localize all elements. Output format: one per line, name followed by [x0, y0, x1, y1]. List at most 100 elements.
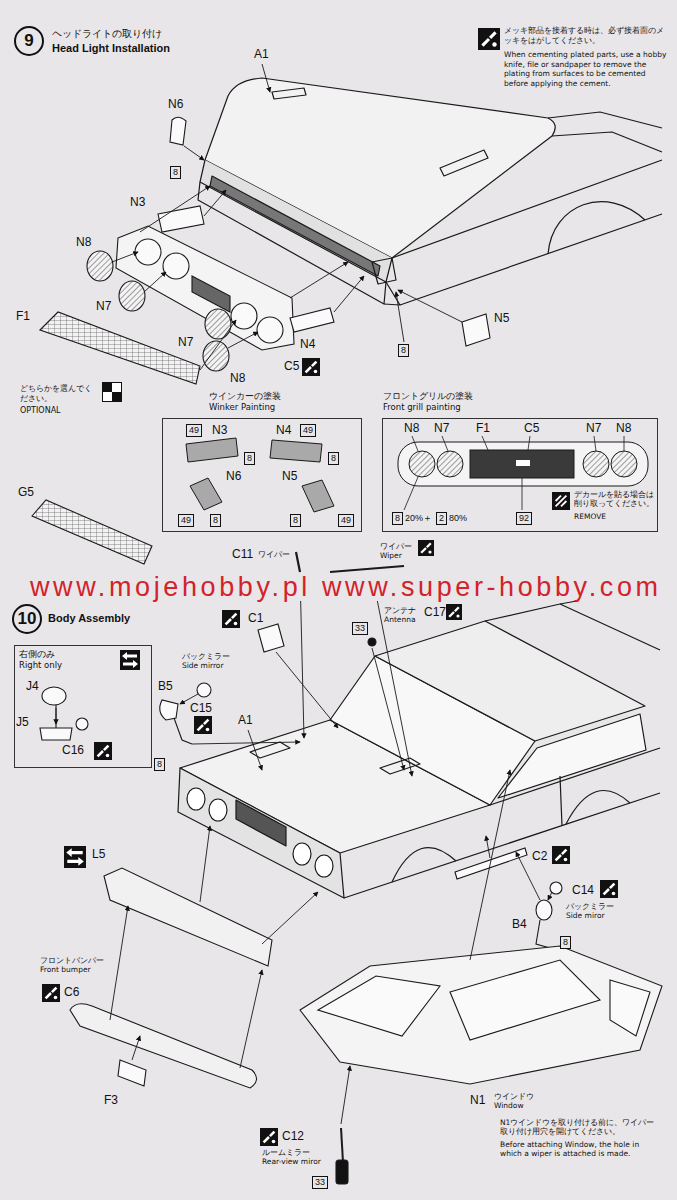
leader-line — [412, 436, 418, 451]
part-drawing — [104, 868, 272, 966]
note-text: ワイパー — [258, 550, 290, 559]
car-body-drawing — [209, 799, 227, 821]
part-number: N7 — [586, 422, 601, 435]
leader-line — [548, 892, 552, 900]
part-drawing — [40, 312, 200, 384]
car-body-drawing — [198, 78, 662, 305]
note-text: Wiper — [380, 551, 402, 560]
note-text: Rear-view miror — [262, 1157, 321, 1166]
part-number: C17 — [424, 606, 446, 619]
grill-painting-drawing — [611, 451, 637, 477]
painted-part-drawing — [190, 478, 222, 510]
panel-heading: Front grill painting — [383, 402, 473, 413]
part-drawing — [76, 718, 88, 730]
paint-code: 33 — [312, 1176, 328, 1189]
part-number: J5 — [16, 716, 29, 729]
text-group: 右側のみRight only — [15, 646, 151, 674]
part-number: C16 — [62, 744, 84, 757]
car-body-drawing — [560, 776, 562, 826]
part-drawing — [40, 552, 662, 1184]
part-drawing — [330, 566, 404, 572]
leader-line — [200, 826, 210, 902]
step-number: 10 — [12, 604, 42, 634]
note-text: ルームミラー — [262, 1148, 310, 1157]
car-body-drawing — [250, 742, 290, 758]
leader-line — [372, 574, 412, 776]
car-body-drawing — [210, 176, 380, 276]
note-text: デカールを貼る場合は削り取ってください。 — [574, 490, 656, 508]
leader-line — [276, 652, 338, 728]
part-drawing — [203, 341, 229, 371]
leader-line — [372, 648, 404, 770]
paint-code: 8 — [328, 452, 339, 465]
part-drawing — [135, 239, 161, 265]
part-number: C12 — [282, 1130, 304, 1143]
panel-heading: Winker Painting — [209, 402, 281, 413]
car-body-drawing — [548, 202, 645, 254]
step-number-text: 10 — [18, 609, 37, 628]
paint-code: 8 — [244, 452, 255, 465]
symbol-icon — [552, 846, 570, 864]
leader-line — [56, 708, 57, 724]
symbol-icon — [102, 382, 122, 402]
paint-code: 8 — [560, 936, 571, 949]
paint-code: 49 — [338, 514, 354, 527]
symbol-icon — [222, 610, 240, 628]
leader-line — [112, 252, 138, 262]
leader-line — [442, 436, 448, 451]
part-drawing — [341, 1128, 343, 1162]
paint-code: 49 — [186, 424, 202, 437]
part-drawing — [450, 960, 600, 1040]
part-number: N5 — [282, 470, 297, 483]
paint-code: 8 — [210, 514, 221, 527]
part-number: A1 — [254, 48, 269, 61]
part-number: B4 — [512, 918, 527, 931]
car-body-drawing — [392, 160, 662, 258]
part-drawing — [231, 303, 257, 329]
part-drawing — [42, 687, 66, 705]
painted-part-drawing — [270, 440, 322, 462]
symbol-icon — [94, 742, 112, 760]
leader-line — [262, 64, 270, 92]
mix-ratio: 20%＋ — [405, 512, 432, 525]
caution-text: メッキ部品を接着する時は、必ず接着面のメッキをはがしてください。 — [504, 26, 668, 45]
step-heading: Body Assembly — [48, 612, 130, 624]
part-drawing — [318, 976, 440, 1036]
symbol-icon — [600, 880, 618, 898]
part-drawing — [368, 638, 376, 646]
note-text: Antenna — [384, 615, 416, 624]
part-number: B5 — [158, 680, 173, 693]
part-number: C11 — [232, 548, 253, 561]
note-text: バックミラー — [182, 652, 230, 661]
part-number: L5 — [92, 848, 105, 861]
part-number: F1 — [476, 422, 490, 435]
car-body-drawing — [272, 88, 306, 99]
part-number: N3 — [212, 424, 227, 437]
part-number: G5 — [18, 486, 34, 499]
paint-code: 8 — [290, 514, 301, 527]
leader-line — [200, 320, 236, 370]
part-drawing — [290, 308, 334, 332]
part-number: C5 — [284, 360, 299, 373]
car-body-drawing — [205, 78, 555, 258]
car-body-drawing — [552, 132, 662, 152]
panel-heading: ウインカーの塗装 — [209, 391, 281, 402]
part-number: N8 — [616, 422, 631, 435]
caution-text: When cementing plated parts, use a hobby… — [504, 50, 668, 88]
paint-code: 8 — [392, 512, 403, 525]
part-drawing — [32, 500, 152, 564]
part-number: F1 — [16, 310, 30, 323]
paint-code: 49 — [178, 514, 194, 527]
car-body-drawing — [400, 214, 662, 305]
symbol-icon — [478, 28, 500, 50]
part-number: N8 — [404, 422, 419, 435]
leader-line — [144, 272, 166, 292]
leader-line — [240, 970, 262, 1068]
car-body-drawing — [236, 800, 286, 846]
watermark: www.mojehobby.pl www.super-hobby.com — [30, 574, 662, 601]
leader-line — [624, 436, 625, 451]
car-body-drawing — [372, 258, 396, 284]
part-number: N7 — [96, 300, 111, 313]
car-body-drawing — [548, 112, 662, 128]
part-number: C1 — [248, 612, 263, 625]
